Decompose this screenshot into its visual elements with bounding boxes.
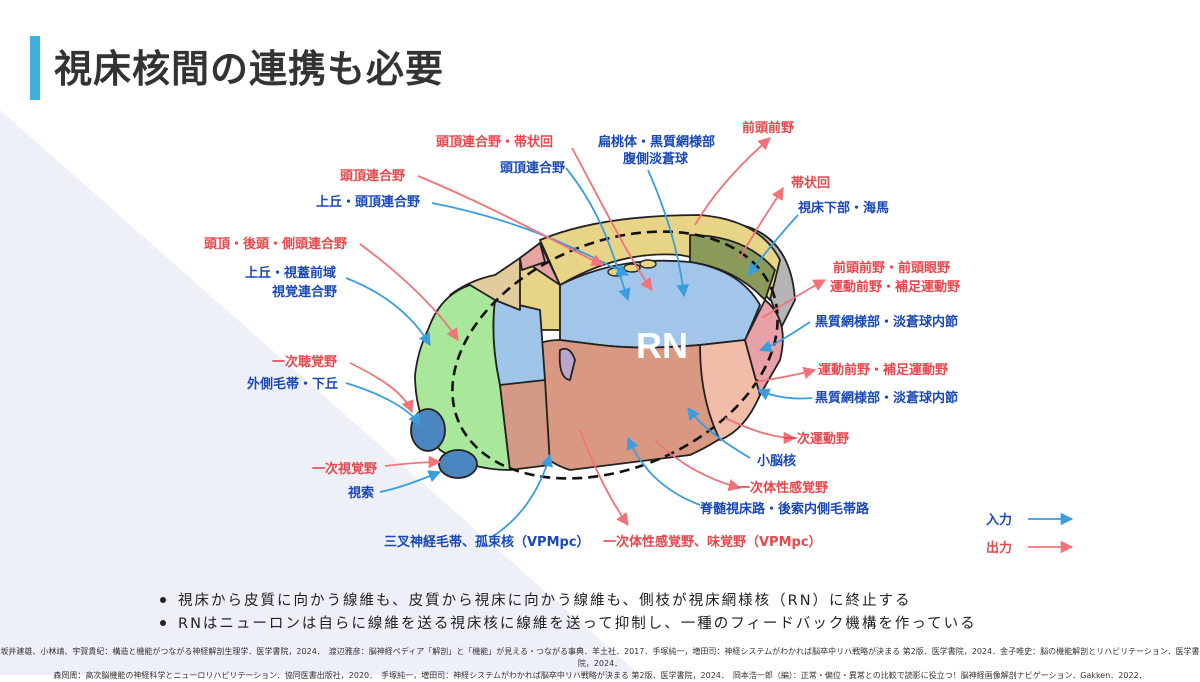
label-primary-visual: 一次視覚野	[312, 461, 377, 477]
legend-output-label: 出力	[986, 540, 1012, 556]
arrow-in-cerebellar-nuclei	[687, 406, 751, 459]
bullet-dot	[160, 596, 166, 603]
label-primary-somatosensory: 一次体性感覚野	[737, 480, 828, 496]
label-parietal-cingulate: 頭頂連合野・帯状回	[436, 134, 553, 150]
arrow-out-cingulate	[739, 186, 784, 259]
arrow-out-prefrontal	[694, 137, 771, 226]
label-primary-motor: 一次運動野	[784, 431, 849, 447]
arrow-in-pretectal	[345, 277, 431, 347]
arrow-in-amygdala	[647, 169, 690, 298]
label-parieto-occipito-temporal: 頭頂・後頭・側頭連合野	[204, 236, 347, 252]
label-optic-tract: 視索	[347, 485, 374, 501]
label-primary-auditory: 一次聴覚野	[272, 354, 337, 370]
legend-input-label: 入力	[986, 512, 1012, 528]
bullet-dot	[160, 619, 166, 626]
label-cingulate: 帯状回	[791, 175, 830, 191]
arrow-out-premotor	[754, 366, 817, 383]
arrow-out-parietal-cingulate	[571, 147, 653, 292]
label-premotor-sma-2: 運動前野・補足運動野	[818, 362, 948, 378]
pulvinar-blue-nucleus	[492, 299, 546, 386]
lateral-geniculate-body	[438, 449, 478, 479]
arrow-out-parietal	[417, 175, 605, 266]
bullet-list: 視床から皮質に向かう線維も、皮質から視床に向かう線維も、側枝が視床網様核（RN）…	[160, 588, 977, 634]
bullet-item: RNはニューロンは自らに線維を送る視床核に線維を送って抑制し、一種のフィードバッ…	[160, 611, 977, 634]
arrow-out-taste	[579, 429, 629, 527]
references: 坂井建雄、小林靖、宇賀貴紀：構造と機能がつながる神経解剖生理学．医学書院，202…	[0, 646, 1200, 682]
output-arrows	[349, 137, 827, 527]
arrow-in-optic-tract	[379, 470, 442, 493]
arrow-in-lateral-lemniscus	[345, 382, 421, 427]
medial-geniculate-body	[410, 408, 446, 452]
label-parietal-input: 頭頂連合野	[500, 160, 565, 176]
arrow-out-somatosensory	[654, 439, 742, 492]
legend: 入力 出力	[986, 512, 1074, 556]
input-arrows	[345, 167, 813, 539]
arrow-in-trigeminal	[489, 453, 553, 539]
arrow-in-spinothalamic	[626, 436, 701, 506]
label-nigra-pallidus-2: 黒質網様部・淡蒼球内節	[815, 390, 958, 406]
arrow-in-hypothalamus	[747, 214, 799, 276]
arrow-in-parietal	[565, 167, 631, 302]
label-prefrontal: 前頭前野	[742, 120, 794, 136]
thalamus-illustration	[410, 214, 796, 479]
arrow-out-primary-motor	[724, 417, 797, 445]
arrow-out-primary-visual	[384, 455, 442, 469]
label-parietal-output: 頭頂連合野	[340, 168, 405, 184]
reference-line: 森岡周：高次脳機能の神経科学とニューロリハビリテーション．協同医書出版社，202…	[53, 671, 1147, 680]
lateral-pink-nucleus	[699, 339, 761, 441]
label-trigeminal: 三叉神経毛帯、孤束核（VPMpc）	[384, 534, 590, 550]
title-accent-bar	[30, 36, 40, 100]
bullet-item: 視床から皮質に向かう線維も、皮質から視床に向かう線維も、側枝が視床網様核（RN）…	[160, 588, 977, 611]
diagram-labels: 頭頂連合野・帯状回 頭頂連合野 扁桃体・黒質網様部 腹側淡蒼球 前頭前野 帯状回…	[204, 120, 960, 550]
label-spinothalamic: 脊髄視床路・後索内側毛帯路	[699, 501, 870, 517]
label-amygdala-nigra: 扁桃体・黒質網様部	[598, 134, 715, 150]
label-visual-association: 視覚連合野	[271, 284, 337, 300]
medial-purple-nucleus	[558, 347, 576, 381]
label-taste: 一次体性感覚野、味覚野（VPMpc）	[603, 534, 822, 550]
bullet-text: RNはニューロンは自らに線維を送る視床核に線維を送って抑制し、一種のフィードバッ…	[178, 616, 977, 632]
top-left-pink-nub	[519, 242, 546, 271]
label-premotor-sma-1: 運動前野・補足運動野	[830, 279, 960, 295]
label-hypothalamus-hippocampus: 視床下部・海馬	[797, 200, 889, 216]
arrow-in-nigra-upper	[758, 321, 811, 353]
anterior-yellow-nucleus	[539, 214, 781, 301]
arrow-in-nigra-lower	[756, 388, 813, 401]
label-lateral-lemniscus: 外側毛帯・下丘	[246, 376, 338, 392]
reference-line: 坂井建雄、小林靖、宇賀貴紀：構造と機能がつながる神経解剖生理学．医学書院，202…	[0, 647, 1200, 668]
arrow-out-primary-auditory	[349, 362, 414, 414]
page-title: 視床核間の連携も必要	[54, 47, 445, 91]
label-nigra-pallidus-1: 黒質網様部・淡蒼球内節	[815, 314, 958, 330]
rn-label: RN	[636, 325, 688, 366]
label-ventral-pallidum: 腹側淡蒼球	[623, 151, 689, 167]
label-superior-colliculus-parietal: 上丘・頭頂連合野	[316, 194, 420, 210]
label-superior-colliculus-pretectal: 上丘・視蓋前域	[245, 265, 336, 281]
arrow-out-prefrontal-eye	[761, 279, 827, 319]
label-cerebellar-nuclei: 小脳核	[757, 453, 796, 469]
arrow-out-parieto-occipito-temporal	[359, 243, 459, 342]
reticular-nucleus-outline	[451, 230, 779, 480]
bullet-text: 視床から皮質に向かう線維も、皮質から視床に向かう線維も、側枝が視床網様核（RN）…	[178, 593, 912, 609]
label-prefrontal-eye-field: 前頭前野・前頭眼野	[833, 260, 950, 276]
